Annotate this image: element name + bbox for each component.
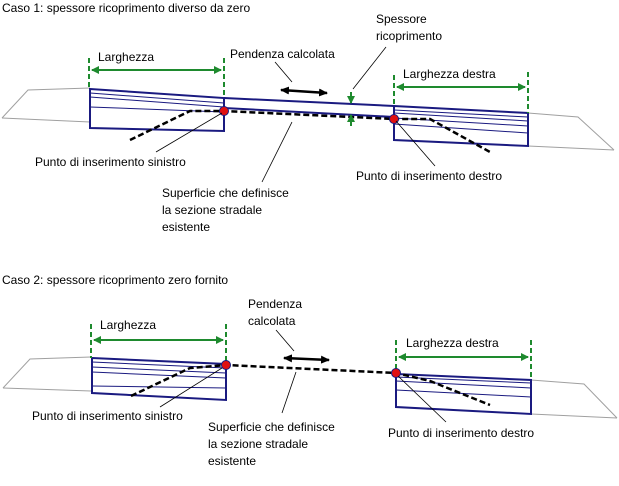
case2-terrain xyxy=(2,356,618,419)
case1-left-point-label: Punto di inserimento sinistro xyxy=(35,155,186,169)
case2-left-pavement xyxy=(91,356,227,402)
case2-right-insertion-point xyxy=(391,368,401,378)
case2-existing-surface xyxy=(130,363,491,407)
case2-width-label: Larghezza xyxy=(100,318,156,332)
case2-left-insertion-point xyxy=(221,360,231,370)
case2-surface-label-line3: esistente xyxy=(208,454,256,468)
case1-title: Caso 1: spessore ricoprimento diverso da… xyxy=(2,1,250,15)
case1-overlay-layer xyxy=(223,97,395,118)
case1-leaders xyxy=(155,46,436,183)
case2-surface-label-line1: Superficie che definisce xyxy=(208,420,335,434)
case1-surface-label-line1: Superficie che definisce xyxy=(162,186,289,200)
case2-slope-label-line2: calcolata xyxy=(248,314,296,328)
case2-slope-arrow xyxy=(283,354,330,364)
case1-surface-label-line2: la sezione stradale xyxy=(162,203,262,217)
case1-width-label: Larghezza xyxy=(98,50,154,64)
case1-diagram: Caso 1: spessore ricoprimento diverso da… xyxy=(1,1,615,234)
case1-existing-surface xyxy=(129,109,491,154)
case1-right-point-label: Punto di inserimento destro xyxy=(356,169,502,183)
case2-slope-label-line1: Pendenza xyxy=(248,297,302,311)
case2-leaders xyxy=(159,329,447,423)
case1-dimensions xyxy=(88,58,529,126)
case1-slope-label: Pendenza calcolata xyxy=(230,47,335,61)
case2-left-point-label: Punto di inserimento sinistro xyxy=(32,409,183,423)
case2-title: Caso 2: spessore ricoprimento zero forni… xyxy=(2,273,228,287)
case1-left-pavement xyxy=(89,87,225,133)
case1-thickness-label-line2: ricoprimento xyxy=(376,29,442,43)
case1-right-pavement xyxy=(393,104,529,148)
case1-terrain xyxy=(1,87,615,151)
case2-diagram: Caso 2: spessore ricoprimento zero forni… xyxy=(2,273,618,468)
case1-slope-arrow xyxy=(280,86,328,97)
case2-right-point-label: Punto di inserimento destro xyxy=(388,426,534,440)
case2-surface-label-line2: la sezione stradale xyxy=(208,437,308,451)
case2-dimensions xyxy=(90,324,532,380)
case2-right-width-label: Larghezza destra xyxy=(406,336,499,350)
case2-right-pavement xyxy=(395,372,532,416)
case1-right-width-label: Larghezza destra xyxy=(403,67,496,81)
case1-surface-label-line3: esistente xyxy=(162,220,210,234)
case1-left-insertion-point xyxy=(219,106,229,116)
case1-thickness-label-line1: Spessore xyxy=(376,12,427,26)
